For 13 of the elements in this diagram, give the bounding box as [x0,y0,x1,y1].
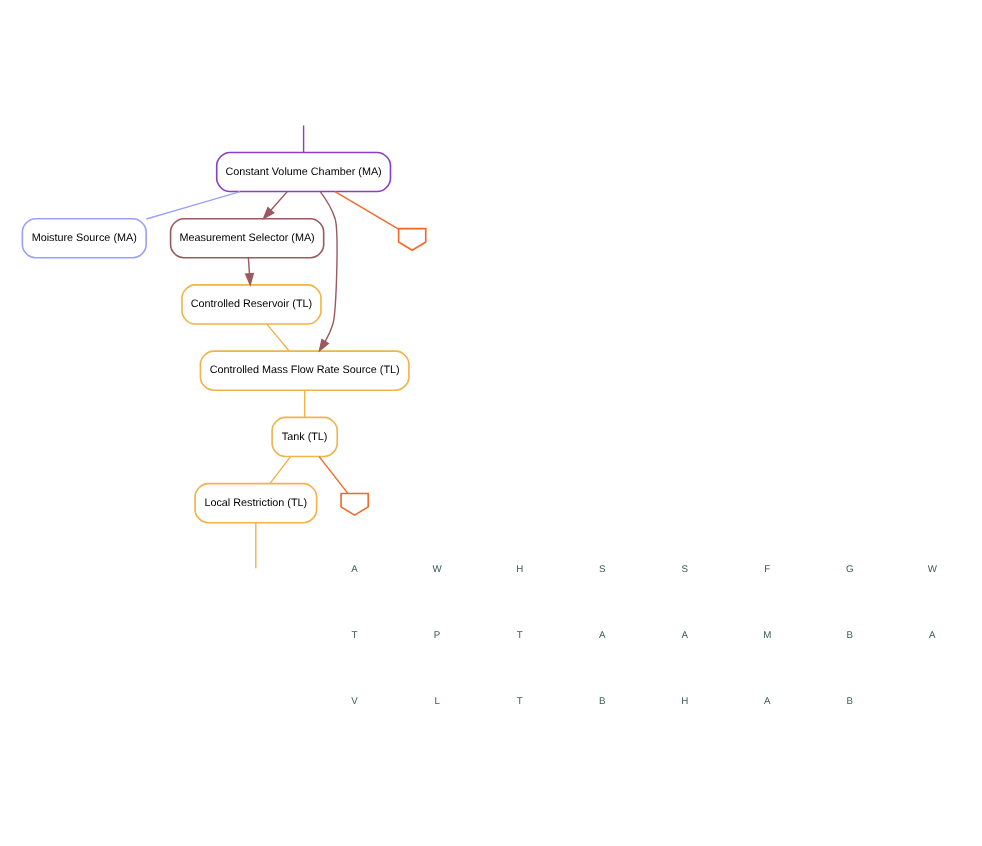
connector [333,190,399,230]
arrow [261,190,287,221]
connector [268,455,291,485]
connector [301,124,304,153]
connector [317,455,348,495]
node-ground [339,492,369,517]
connector [254,522,256,569]
connector [302,389,305,418]
node-ground [396,227,426,252]
connector [144,190,240,220]
connector [265,323,289,352]
arrow [317,190,337,353]
arrow [243,257,254,287]
